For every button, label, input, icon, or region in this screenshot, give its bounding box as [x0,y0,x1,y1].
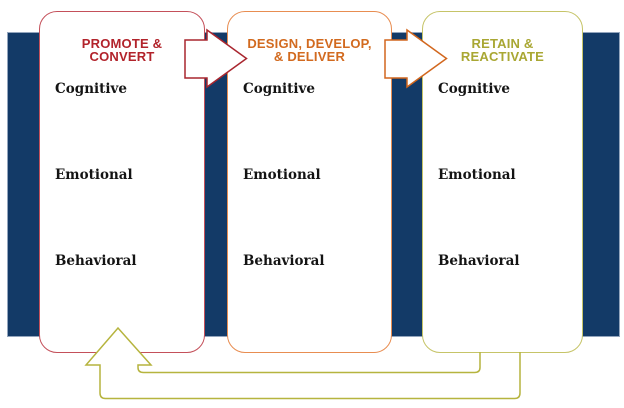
level-label-cognitive: Cognitive [55,81,127,97]
stage-card-retain-reactivate: RETAIN & REACTIVATE Cognitive Emotional … [422,11,583,353]
stage-title-line: CONVERT [89,48,155,64]
stage-card-design-develop-deliver: DESIGN, DEVELOP, & DELIVER Cognitive Emo… [227,11,392,353]
stage-title: PROMOTE & CONVERT [40,36,204,64]
level-label-behavioral: Behavioral [438,253,520,269]
stage-title-line: & DELIVER [273,48,346,64]
level-label-behavioral: Behavioral [55,253,137,269]
level-label-emotional: Emotional [438,167,516,183]
level-label-emotional: Emotional [55,167,133,183]
stage-title: DESIGN, DEVELOP, & DELIVER [228,36,391,64]
stage-title-line: REACTIVATE [460,48,545,64]
level-label-emotional: Emotional [243,167,321,183]
stage-title-line: DESIGN, DEVELOP, [247,36,372,51]
level-label-behavioral: Behavioral [243,253,325,269]
level-label-cognitive: Cognitive [243,81,315,97]
stage-title-line: PROMOTE & [81,36,163,51]
stage-title-line: RETAIN & [471,36,534,51]
stage-title: RETAIN & REACTIVATE [423,36,582,64]
level-label-cognitive: Cognitive [438,81,510,97]
stage-card-promote-convert: PROMOTE & CONVERT Cognitive Emotional Be… [39,11,205,353]
